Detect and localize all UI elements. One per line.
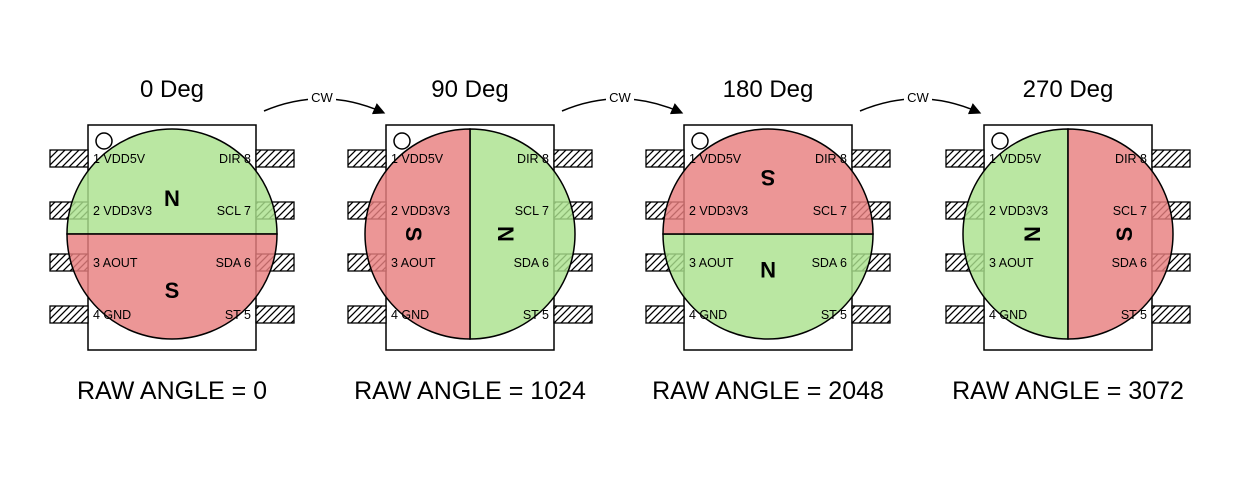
magnet-north-half [66,128,278,235]
magnet-north-half [962,128,1069,340]
pin-pad [851,149,891,168]
pin-label-right-6: SDA 6 [216,256,251,270]
pin-label-left-2: 2 VDD3V3 [93,204,152,218]
south-pole-label: S [1112,227,1137,242]
pin-pad [347,305,387,324]
panel-270deg: 270 Deg N S 1 VDD5V 2 VDD3V3 3 AOUT 4 GN… [945,76,1191,405]
north-pole-label: N [493,226,518,242]
magnet-south-half [364,128,471,340]
pin-pad [255,149,295,168]
cw-label: CW [907,90,929,105]
pin-label-right-5: ST 5 [821,308,847,322]
pin-label-right-6: SDA 6 [1112,256,1147,270]
raw-angle-label: RAW ANGLE = 2048 [652,377,884,405]
pin-label-left-3: 3 AOUT [391,256,436,270]
pin-label-left-3: 3 AOUT [989,256,1034,270]
raw-angle-label: RAW ANGLE = 3072 [952,377,1184,405]
pin-pad [945,305,985,324]
pin-label-right-7: SCL 7 [217,204,251,218]
cw-label: CW [311,90,333,105]
pin-pad [645,149,685,168]
pin1-indicator [393,132,411,150]
pin-label-left-2: 2 VDD3V3 [391,204,450,218]
cw-arrow-3: CW [859,89,982,115]
pin1-indicator [991,132,1009,150]
cw-arrow-2: CW [561,89,684,115]
magnet: N S [662,128,874,340]
pin-label-left-4: 4 GND [689,308,727,322]
magnet-south-half [66,233,278,340]
pin-pad [553,149,593,168]
pin-label-right-6: SDA 6 [514,256,549,270]
magnet: N S [962,128,1174,340]
pin-label-right-8: DIR 8 [219,152,251,166]
south-pole-label: S [165,278,180,303]
north-pole-label: N [1020,226,1045,242]
pin-pad [645,305,685,324]
panel-180deg: 180 Deg N S 1 VDD5V 2 VDD3V3 3 AOUT 4 GN… [645,76,891,405]
pin-pad [49,149,89,168]
pin-label-left-2: 2 VDD3V3 [989,204,1048,218]
pin-label-left-4: 4 GND [391,308,429,322]
pin-label-left-3: 3 AOUT [689,256,734,270]
panel-0deg: 0 Deg N S 1 VDD5V 2 VDD3V3 3 AOUT 4 GND … [49,76,295,405]
pin-label-left-2: 2 VDD3V3 [689,204,748,218]
pin-label-right-8: DIR 8 [815,152,847,166]
south-pole-label: S [401,227,426,242]
raw-angle-label: RAW ANGLE = 1024 [354,377,586,405]
rotation-title: 180 Deg [723,76,814,103]
pin-label-right-8: DIR 8 [1115,152,1147,166]
pin1-indicator [691,132,709,150]
pin-pad [553,305,593,324]
north-pole-label: N [760,257,776,282]
pin-label-left-1: 1 VDD5V [689,152,742,166]
cw-label-bg [904,89,932,106]
pin-label-left-1: 1 VDD5V [391,152,444,166]
pin-label-right-7: SCL 7 [1113,204,1147,218]
pin-pad [347,149,387,168]
pin-label-right-7: SCL 7 [515,204,549,218]
magnet-south-half [662,128,874,235]
pin-label-right-8: DIR 8 [517,152,549,166]
cw-label-bg [606,89,634,106]
north-pole-label: N [164,186,180,211]
pin-label-right-7: SCL 7 [813,204,847,218]
magnet: N S [66,128,278,340]
pin-label-left-3: 3 AOUT [93,256,138,270]
rotation-title: 0 Deg [140,76,204,103]
raw-angle-label: RAW ANGLE = 0 [77,377,267,405]
magnet: N S [364,128,576,340]
pin-label-right-5: ST 5 [523,308,549,322]
cw-label-bg [308,89,336,106]
pin-pad [49,305,89,324]
pin-pad [255,305,295,324]
pin-label-right-5: ST 5 [225,308,251,322]
magnet-north-half [469,128,576,340]
magnet-south-half [1067,128,1174,340]
pin-pad [851,305,891,324]
cw-arrow-1: CW [263,89,386,115]
cw-label: CW [609,90,631,105]
rotation-title: 270 Deg [1023,76,1114,103]
magnet-north-half [662,233,874,340]
pin-label-left-1: 1 VDD5V [93,152,146,166]
pin-label-left-4: 4 GND [93,308,131,322]
pin-pad [945,149,985,168]
south-pole-label: S [761,165,776,190]
pin-label-right-5: ST 5 [1121,308,1147,322]
pin-label-left-1: 1 VDD5V [989,152,1042,166]
panel-90deg: 90 Deg N S 1 VDD5V 2 VDD3V3 3 AOUT 4 GND… [347,76,593,405]
pin-pad [1151,149,1191,168]
pin1-indicator [95,132,113,150]
rotation-title: 90 Deg [431,76,508,103]
pin-label-right-6: SDA 6 [812,256,847,270]
pin-label-left-4: 4 GND [989,308,1027,322]
pin-pad [1151,305,1191,324]
